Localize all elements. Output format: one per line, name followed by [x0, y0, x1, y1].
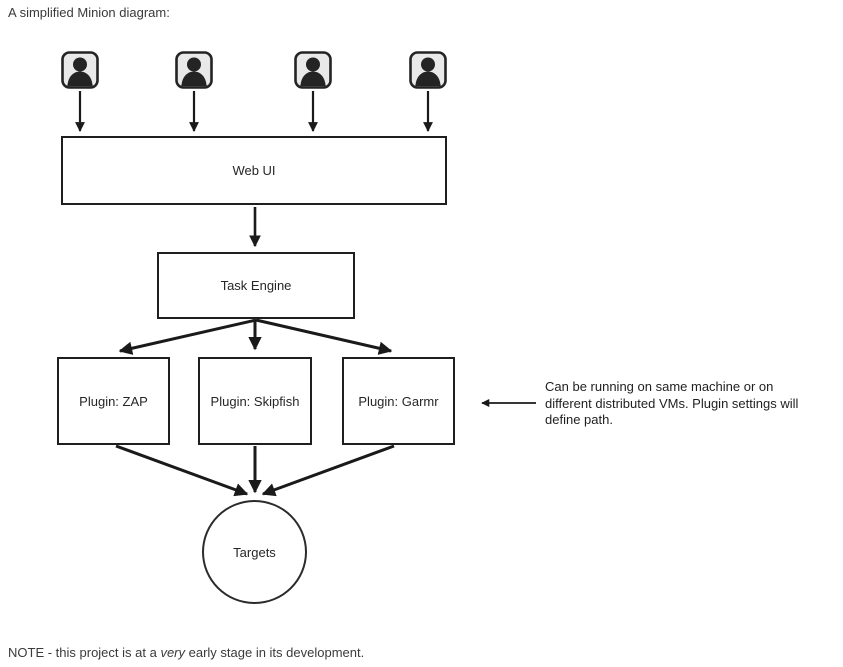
annotation-line: define path. — [545, 412, 613, 427]
note-italic-word: very — [160, 645, 185, 660]
node-plugin-zap: Plugin: ZAP — [57, 357, 170, 445]
node-plugin-skipfish-label: Plugin: Skipfish — [210, 393, 300, 409]
user-icon — [61, 51, 99, 89]
arrow-taskengine-garmr — [255, 318, 393, 355]
node-targets: Targets — [202, 500, 307, 604]
node-task-engine-label: Task Engine — [220, 278, 292, 293]
node-plugin-garmr: Plugin: Garmr — [342, 357, 455, 445]
page-title: A simplified Minion diagram: — [8, 5, 170, 20]
user-icon — [175, 51, 213, 89]
note-text: NOTE - this project is at a very early s… — [8, 645, 364, 660]
arrow-taskengine-zap — [118, 318, 257, 355]
node-targets-label: Targets — [233, 544, 276, 560]
user-icon — [409, 51, 447, 89]
node-web-ui-label: Web UI — [232, 163, 276, 178]
note-prefix: NOTE - this project is at a — [8, 645, 161, 660]
note-suffix: early stage in its development. — [185, 645, 365, 660]
node-task-engine: Task Engine — [157, 252, 355, 319]
arrow-garmr-targets — [261, 444, 395, 497]
arrow-zap-targets — [115, 444, 249, 497]
user-icon — [294, 51, 332, 89]
annotation-line: different distributed VMs. Plugin settin… — [545, 395, 799, 411]
node-web-ui: Web UI — [61, 136, 447, 205]
node-plugin-zap-label: Plugin: ZAP — [79, 393, 148, 409]
node-plugin-garmr-label: Plugin: Garmr — [358, 393, 439, 409]
annotation-text: Can be running on same machine or on dif… — [545, 379, 843, 429]
node-plugin-skipfish: Plugin: Skipfish — [198, 357, 312, 445]
annotation-line: Can be running on same machine or on — [545, 379, 774, 394]
